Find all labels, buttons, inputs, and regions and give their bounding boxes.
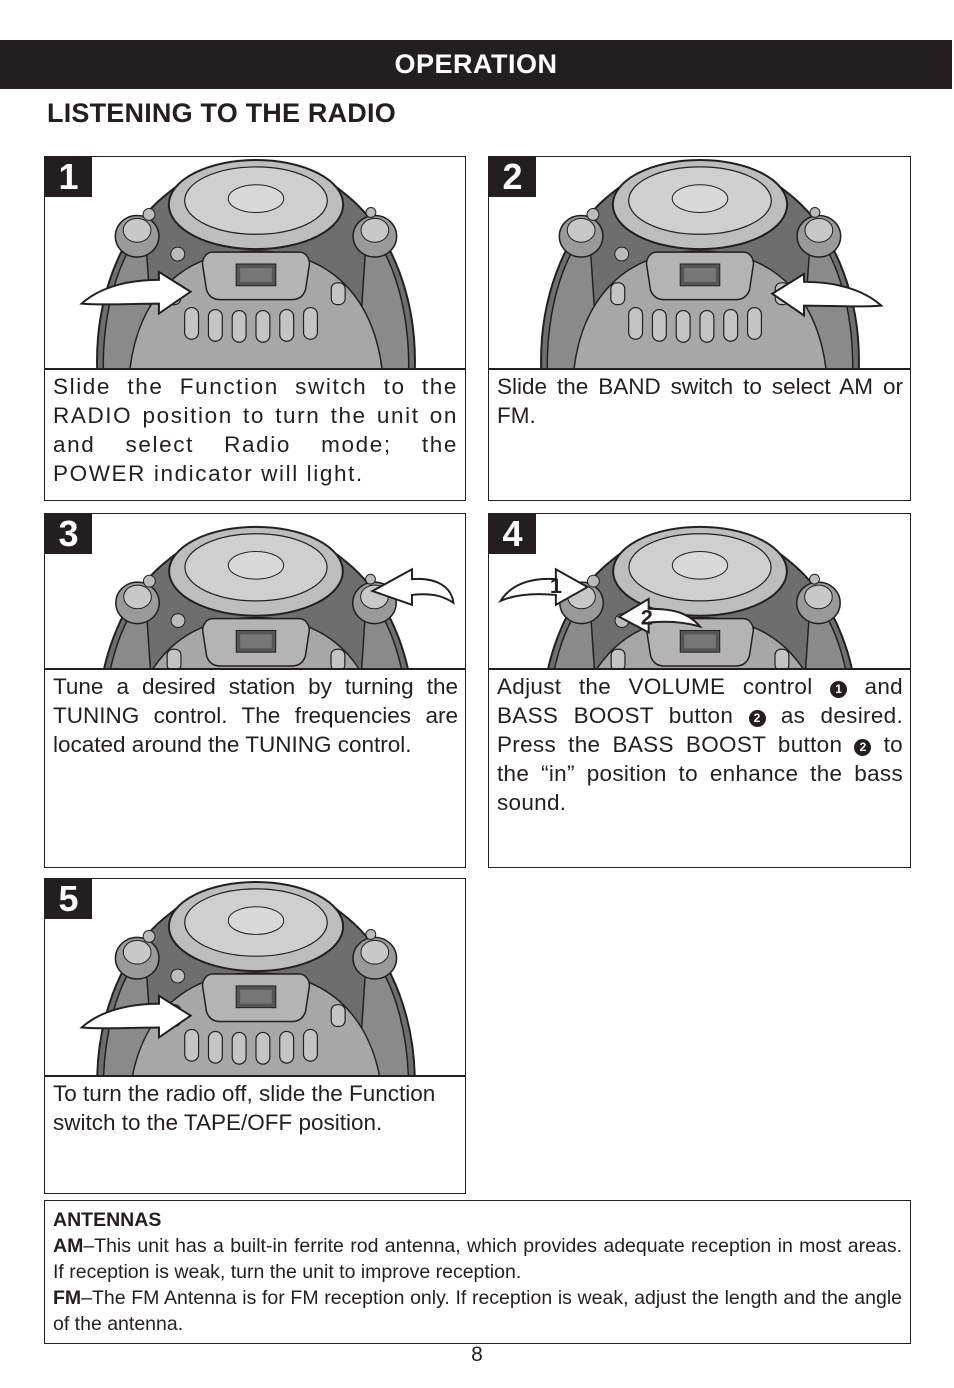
step-2-caption: Slide the BAND switch to select AM or FM… <box>488 369 911 501</box>
step-1-illustration: 1 <box>44 156 466 369</box>
caption-text: as desired. Press the BASS BOOST button <box>497 703 903 757</box>
antennas-heading: ANTENNAS <box>53 1209 162 1231</box>
step-4-illustration: 1 2 4 <box>488 513 911 669</box>
step-3-caption: Tune a desired station by turning the TU… <box>44 669 466 868</box>
step-3-illustration: 3 <box>44 513 466 669</box>
step-1-caption: Slide the Function switch to the RADIO p… <box>44 369 466 501</box>
fm-paragraph: FM–The FM Antenna is for FM reception on… <box>53 1285 902 1337</box>
marker-1-icon: 1 <box>830 681 848 698</box>
am-label: AM <box>53 1235 84 1257</box>
marker-2-icon: 2 <box>748 710 766 727</box>
operation-banner: OPERATION <box>0 40 952 89</box>
step-number: 4 <box>489 514 536 554</box>
boombox-tuning-control-image <box>96 525 455 668</box>
am-text: –This unit has a built-in ferrite rod an… <box>53 1235 902 1283</box>
step-number: 2 <box>489 157 536 197</box>
step-4-caption: Adjust the VOLUME control 1 and BASS BOO… <box>488 669 911 868</box>
fm-label: FM <box>53 1287 82 1309</box>
fm-text: –The FM Antenna is for FM reception only… <box>53 1287 902 1335</box>
boombox-volume-bass-image: 1 2 <box>498 525 860 668</box>
step-5-illustration: 5 <box>44 878 466 1076</box>
caption-text: and BASS BOOST button <box>497 674 903 728</box>
step-number: 5 <box>45 879 92 919</box>
boombox-function-switch-image <box>80 158 416 368</box>
step-number: 3 <box>45 514 92 554</box>
boombox-band-switch-image <box>540 158 883 368</box>
caption-text: to the “in” position to enhance the bass… <box>497 732 903 815</box>
caption-text: Adjust the VOLUME control <box>497 674 813 699</box>
callout-volume-label: 1 <box>550 573 562 598</box>
marker-2-icon: 2 <box>854 739 872 756</box>
step-number: 1 <box>45 157 92 197</box>
step-5-caption: To turn the radio off, slide the Functio… <box>44 1076 466 1194</box>
page-number: 8 <box>471 1343 483 1366</box>
am-paragraph: AM–This unit has a built-in ferrite rod … <box>53 1233 902 1285</box>
antennas-box: ANTENNAS AM–This unit has a built-in fer… <box>44 1200 911 1344</box>
step-2-illustration: 2 <box>488 156 911 369</box>
section-title: LISTENING TO THE RADIO <box>47 98 396 128</box>
boombox-function-off-image <box>80 880 416 1075</box>
callout-bass-boost-label: 2 <box>641 605 653 630</box>
